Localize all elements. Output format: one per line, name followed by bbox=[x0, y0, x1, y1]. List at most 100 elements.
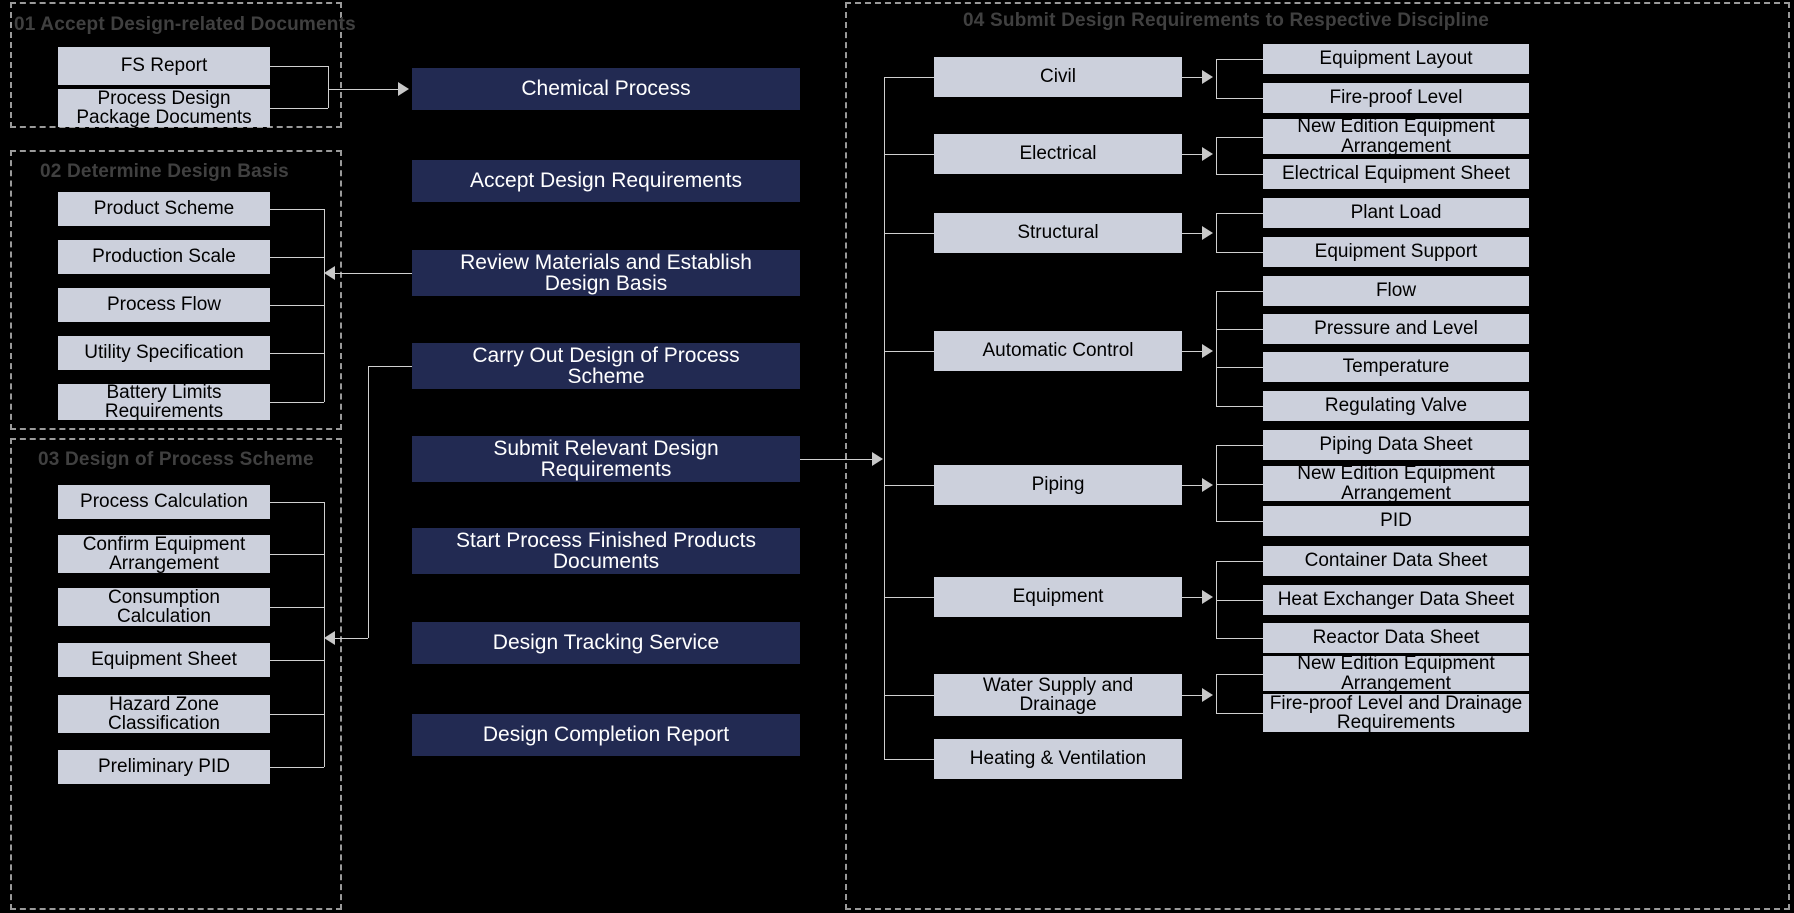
deliverable-box-5: Equipment Support bbox=[1263, 237, 1529, 267]
design-basis-box-label: Production Scale bbox=[92, 246, 236, 268]
deliverable-box-label: Container Data Sheet bbox=[1304, 550, 1488, 572]
connector-discipline-spine bbox=[884, 77, 885, 759]
connector-discipline-out-3 bbox=[1182, 351, 1204, 352]
discipline-box-7: Heating & Ventilation bbox=[934, 739, 1182, 779]
connector-discipline-stub-0 bbox=[884, 77, 934, 78]
connector-deliverable-stub-6-1 bbox=[1216, 713, 1263, 714]
connector-process-scheme-1 bbox=[270, 554, 324, 555]
main-step-box-label: Chemical Process bbox=[521, 77, 691, 101]
discipline-box-label: Civil bbox=[1040, 66, 1076, 88]
discipline-box-label: Electrical bbox=[1019, 143, 1097, 165]
deliverable-box-10: Piping Data Sheet bbox=[1263, 430, 1529, 460]
arrow-to-process-scheme-icon bbox=[324, 631, 335, 645]
connector-design-tracking-elbow-v bbox=[368, 366, 369, 638]
deliverable-box-label: Regulating Valve bbox=[1324, 395, 1468, 417]
deliverable-box-12: PID bbox=[1263, 506, 1529, 536]
design-basis-box-1: Production Scale bbox=[58, 240, 270, 274]
process-scheme-box-5: Preliminary PID bbox=[58, 750, 270, 784]
connector-design-basis-4 bbox=[270, 402, 324, 403]
deliverable-box-9: Regulating Valve bbox=[1263, 391, 1529, 421]
connector-deliverable-stub-1-1 bbox=[1216, 174, 1263, 175]
discipline-box-4: Piping bbox=[934, 465, 1182, 505]
connector-bracket-group01 bbox=[328, 66, 329, 108]
deliverable-box-4: Plant Load bbox=[1263, 198, 1529, 228]
connector-deliverable-stub-4-0 bbox=[1216, 445, 1263, 446]
design-basis-box-label: Product Scheme bbox=[93, 198, 235, 220]
arrow-to-design-basis-icon bbox=[324, 266, 335, 280]
connector-deliverable-stub-3-2 bbox=[1216, 367, 1263, 368]
deliverable-box-3: Electrical Equipment Sheet bbox=[1263, 159, 1529, 189]
deliverable-box-14: Heat Exchanger Data Sheet bbox=[1263, 585, 1529, 615]
connector-bracket-group01-stem bbox=[328, 89, 329, 108]
connector-deliverable-stub-6-0 bbox=[1216, 673, 1263, 675]
discipline-box-2: Structural bbox=[934, 213, 1182, 253]
connector-deliverable-bracket-0 bbox=[1216, 59, 1217, 98]
connector-process-scheme-2 bbox=[270, 607, 324, 608]
design-basis-box-3: Utility Specification bbox=[58, 336, 270, 370]
connector-deliverable-stub-0-1 bbox=[1216, 98, 1263, 99]
deliverable-box-15: Reactor Data Sheet bbox=[1263, 623, 1529, 653]
deliverable-box-label: Plant Load bbox=[1350, 202, 1442, 224]
connector-deliverable-stub-3-3 bbox=[1216, 406, 1263, 407]
deliverable-box-label: Piping Data Sheet bbox=[1319, 434, 1473, 456]
connector-deliverable-stub-3-0 bbox=[1216, 291, 1263, 292]
discipline-box-label: Equipment bbox=[1012, 586, 1104, 608]
main-step-box-0: Chemical Process bbox=[412, 68, 800, 110]
connector-review-materials-to-group02 bbox=[330, 273, 412, 274]
arrow-discipline-1-icon bbox=[1202, 147, 1213, 161]
process-scheme-box-label: Process Calculation bbox=[80, 491, 248, 513]
group-frame-g1 bbox=[10, 2, 342, 128]
connector-deliverable-bracket-4 bbox=[1216, 445, 1217, 521]
deliverable-box-label: Equipment Layout bbox=[1319, 48, 1473, 70]
connector-fs-report bbox=[270, 66, 328, 67]
connector-discipline-out-6 bbox=[1182, 695, 1204, 696]
deliverable-box-label: Electrical Equipment Sheet bbox=[1281, 163, 1511, 185]
connector-deliverable-stub-4-2 bbox=[1216, 521, 1263, 522]
connector-design-basis-2 bbox=[270, 305, 324, 306]
main-step-box-6: Design Tracking Service bbox=[412, 622, 800, 664]
connector-deliverable-bracket-3 bbox=[1216, 291, 1217, 406]
discipline-box-label: Automatic Control bbox=[982, 340, 1134, 362]
connector-design-tracking-elbow-h bbox=[330, 638, 368, 639]
arrow-discipline-4-icon bbox=[1202, 478, 1213, 492]
deliverable-box-label: Pressure and Level bbox=[1314, 318, 1478, 340]
connector-process-scheme-4 bbox=[270, 714, 324, 715]
main-step-box-label: Accept Design Requirements bbox=[470, 169, 742, 193]
deliverable-box-13: Container Data Sheet bbox=[1263, 546, 1529, 576]
connector-deliverable-stub-3-1 bbox=[1216, 329, 1263, 330]
connector-deliverable-stub-4-1 bbox=[1216, 483, 1263, 485]
process-scheme-box-3: Equipment Sheet bbox=[58, 643, 270, 677]
deliverable-box-label: Temperature bbox=[1342, 356, 1450, 378]
deliverable-box-label: Reactor Data Sheet bbox=[1312, 627, 1480, 649]
connector-discipline-stub-7 bbox=[884, 759, 934, 760]
arrow-to-chemical-process-icon bbox=[398, 82, 409, 96]
discipline-box-label: Structural bbox=[1017, 222, 1099, 244]
main-step-box-7: Design Completion Report bbox=[412, 714, 800, 756]
connector-design-basis-0 bbox=[270, 209, 324, 210]
connector-discipline-stub-1 bbox=[884, 154, 934, 155]
arrow-discipline-6-icon bbox=[1202, 688, 1213, 702]
connector-process-scheme-3 bbox=[270, 660, 324, 661]
deliverable-box-label: Fire-proof Level bbox=[1329, 87, 1463, 109]
connector-carry-out-design-to-group03 bbox=[368, 366, 412, 367]
connector-discipline-stub-2 bbox=[884, 233, 934, 234]
process-scheme-box-0: Process Calculation bbox=[58, 485, 270, 519]
connector-to-chemical-process bbox=[328, 89, 398, 90]
